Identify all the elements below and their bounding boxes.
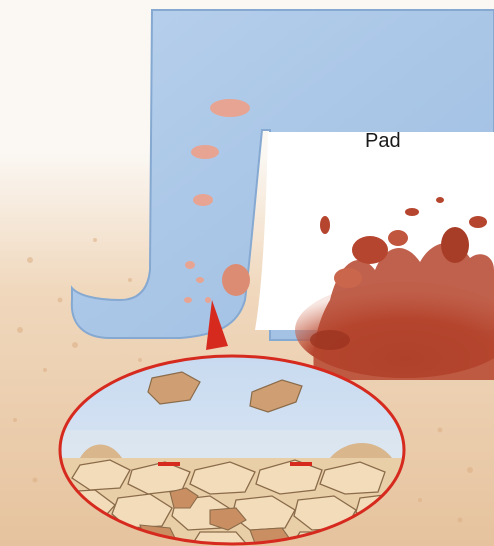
marker-left [158, 462, 180, 466]
pad-label: Pad [365, 130, 401, 152]
marker-right [290, 462, 312, 466]
